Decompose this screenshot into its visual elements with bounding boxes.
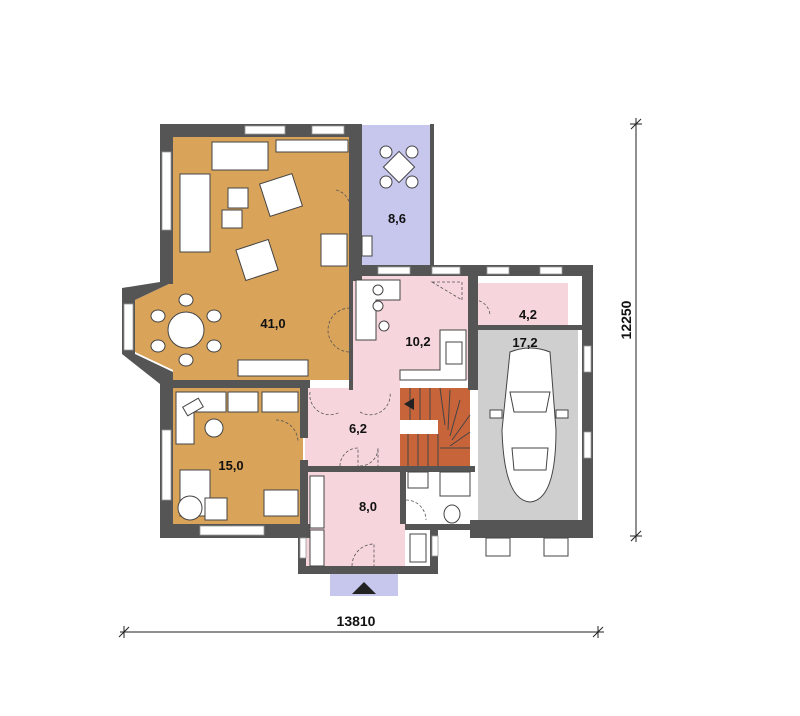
fireplace bbox=[320, 233, 348, 267]
car-icon bbox=[489, 347, 569, 503]
kitchen-furniture bbox=[355, 279, 491, 381]
utility-floor bbox=[478, 283, 568, 325]
hall-floor bbox=[305, 388, 400, 470]
dimension-lines bbox=[118, 118, 642, 638]
garage-step bbox=[543, 537, 569, 557]
couch bbox=[179, 173, 211, 253]
room-area-living: 41,0 bbox=[260, 316, 285, 331]
armchair bbox=[258, 172, 304, 218]
sideboard bbox=[275, 139, 349, 153]
living-furniture bbox=[150, 139, 351, 377]
room-area-utility: 4,2 bbox=[519, 307, 537, 322]
terrace-furniture bbox=[361, 145, 419, 257]
room-area-entry: 8,0 bbox=[359, 499, 377, 514]
coffee-table bbox=[227, 187, 249, 209]
room-area-hall: 6,2 bbox=[349, 421, 367, 436]
staircase bbox=[400, 387, 471, 466]
tv-cabinet bbox=[237, 359, 309, 377]
sofa bbox=[211, 141, 269, 171]
entry-details bbox=[309, 391, 427, 567]
room-area-garage: 17,2 bbox=[512, 335, 537, 350]
terrace-floor bbox=[362, 125, 430, 267]
armchair bbox=[235, 238, 279, 282]
stairs-arrow-icon bbox=[404, 398, 414, 410]
dimension-height-label: 12250 bbox=[618, 300, 634, 339]
office-furniture bbox=[175, 391, 299, 521]
room-area-office: 15,0 bbox=[218, 458, 243, 473]
dimension-width-label: 13810 bbox=[337, 613, 376, 629]
sink bbox=[407, 471, 429, 489]
toilet bbox=[443, 504, 461, 524]
wc-fixtures bbox=[405, 471, 471, 524]
room-area-terrace: 8,6 bbox=[388, 211, 406, 226]
shower-tray bbox=[439, 471, 471, 497]
windows bbox=[123, 125, 592, 559]
room-area-kitchen: 10,2 bbox=[405, 334, 430, 349]
dining-table bbox=[167, 311, 205, 349]
entrance-arrow-icon bbox=[352, 582, 376, 594]
patio-table bbox=[382, 150, 416, 184]
garage-step bbox=[485, 537, 511, 557]
